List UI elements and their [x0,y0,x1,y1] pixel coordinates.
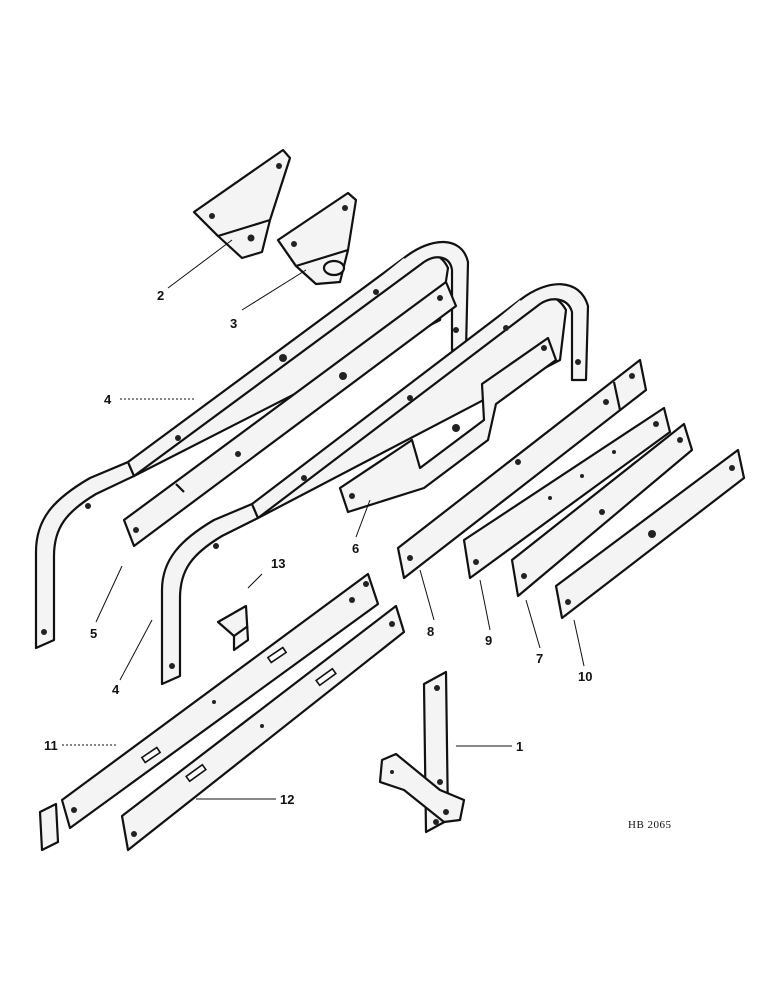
callout-13: 13 [271,556,285,571]
part-7-bar [510,422,694,598]
part-5-bar [122,280,458,548]
callout-2: 2 [157,288,164,303]
callout-5: 5 [90,626,97,641]
callout-4-lower: 4 [112,682,120,697]
part-9-bar [462,406,672,580]
callout-10: 10 [578,669,592,684]
callout-6: 6 [352,541,359,556]
callout-1: 1 [516,739,523,754]
part-13-angle-bracket [216,604,250,652]
callout-8: 8 [427,624,434,639]
part-2-bracket [192,148,292,260]
callout-3: 3 [230,316,237,331]
callout-12: 12 [280,792,294,807]
callouts: 2 3 4 5 6 13 4 8 9 7 10 11 12 1 [44,288,592,807]
part-8-bar [396,358,648,580]
part-1-upright-bracket [378,670,466,834]
part-4-lower-bar [160,283,590,686]
drawing-reference: HB 2065 [628,819,672,831]
callout-7: 7 [536,651,543,666]
leader-lines [62,239,585,800]
part-12-bar [120,604,406,852]
callout-11: 11 [44,738,58,753]
part-6-offset-bar [338,336,558,514]
part-3-bracket [276,191,358,286]
callout-4-upper: 4 [104,392,112,407]
part-10-bar [554,448,746,620]
part-11-bar [38,572,380,852]
callout-9: 9 [485,633,492,648]
